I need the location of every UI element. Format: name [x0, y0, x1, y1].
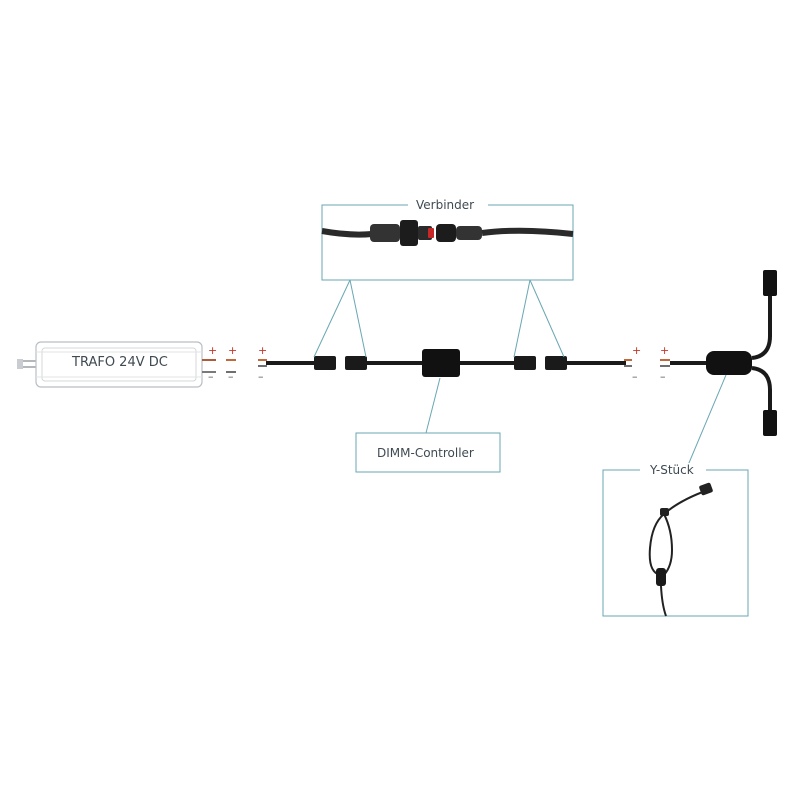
polarity-plus: +	[258, 344, 268, 357]
polarity-plus: +	[660, 344, 670, 357]
polarity-minus: –	[208, 370, 214, 383]
polarity-minus: –	[258, 370, 264, 383]
dimm-controller-box	[422, 349, 460, 377]
y-stueck-callout	[602, 374, 749, 617]
cable-segment-1	[258, 356, 336, 370]
polarity-plus: +	[228, 344, 238, 357]
verbinder-label: Verbinder	[416, 198, 475, 212]
wire-ends-trafo	[226, 359, 236, 373]
dimm-controller-cable	[345, 349, 536, 377]
polarity-minus: –	[228, 370, 234, 383]
trafo-label: TRAFO 24V DC	[72, 355, 168, 370]
trafo-power-supply	[17, 341, 216, 388]
verbinder-callout	[313, 198, 574, 358]
dimm-controller-label: DIMM-Controller	[377, 446, 474, 460]
polarity-plus: +	[632, 344, 642, 357]
y-piece-cable	[660, 270, 777, 436]
polarity-plus: +	[208, 344, 218, 357]
cable-segment-3	[545, 356, 632, 370]
dimm-controller-callout	[355, 377, 501, 473]
y-stueck-label: Y-Stück	[650, 463, 694, 477]
polarity-minus: –	[632, 370, 638, 383]
polarity-minus: –	[660, 370, 666, 383]
